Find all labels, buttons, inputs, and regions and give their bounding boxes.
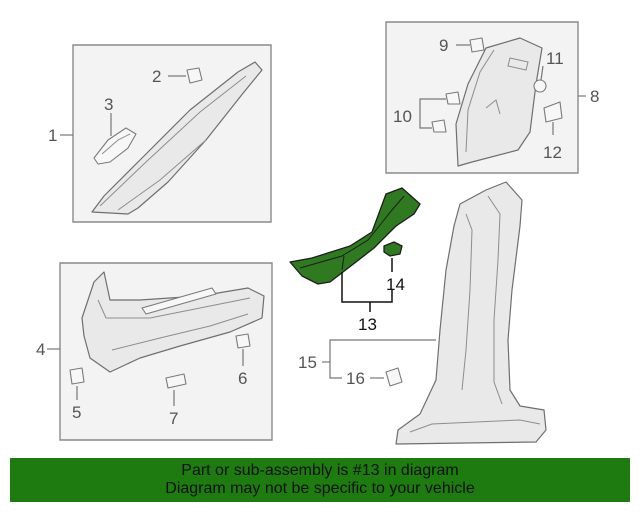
callout-15: 15	[298, 353, 317, 372]
callout-12: 12	[543, 143, 562, 162]
callout-4: 4	[36, 340, 45, 359]
callout-11: 11	[546, 49, 564, 68]
callout-16: 16	[346, 369, 365, 388]
callout-6: 6	[238, 369, 247, 388]
a-pillar-trim[interactable]	[91, 61, 263, 215]
clip-part-6[interactable]	[235, 333, 251, 349]
clip-part-10a[interactable]	[445, 91, 461, 105]
fastener-part-14[interactable]	[383, 241, 403, 257]
clip-part-9[interactable]	[469, 37, 485, 53]
clip-part-7[interactable]	[165, 373, 187, 389]
callout-13: 13	[358, 315, 377, 334]
upper-b-pillar-trim[interactable]	[455, 37, 543, 167]
clip-part-2[interactable]	[186, 67, 203, 84]
panel-upper-b-pillar	[385, 21, 586, 174]
lower-b-pillar-group	[322, 181, 547, 445]
callout-10: 10	[393, 107, 412, 126]
callout-3: 3	[104, 95, 113, 114]
info-banner: Part or sub-assembly is #13 in diagram D…	[10, 458, 630, 502]
callout-7: 7	[169, 409, 178, 428]
lower-b-pillar-trim[interactable]	[395, 181, 547, 445]
clip-part-10b[interactable]	[431, 119, 447, 133]
banner-line-2: Diagram may not be specific to your vehi…	[165, 480, 475, 497]
callout-2: 2	[152, 67, 161, 86]
highlighted-assembly	[289, 187, 421, 312]
highlighted-trim-part-13[interactable]	[289, 187, 421, 285]
clip-part-16[interactable]	[385, 367, 403, 387]
bracket-part-12[interactable]	[543, 101, 563, 123]
panel-a-pillar	[60, 44, 272, 223]
screw-part-11[interactable]	[533, 79, 547, 93]
callout-9: 9	[439, 36, 448, 55]
callout-14: 14	[386, 275, 405, 294]
sill-trim[interactable]	[81, 271, 265, 373]
panel-sill-trim	[47, 262, 273, 441]
banner-line-1: Part or sub-assembly is #13 in diagram	[181, 462, 459, 479]
callout-8: 8	[590, 87, 599, 106]
parts-diagram: 1 2 3 9 10 11 12 8	[36, 21, 599, 445]
bracket-part-3[interactable]	[93, 127, 137, 165]
callout-1: 1	[48, 126, 57, 145]
callout-5: 5	[72, 403, 81, 422]
clip-part-5[interactable]	[69, 367, 85, 385]
